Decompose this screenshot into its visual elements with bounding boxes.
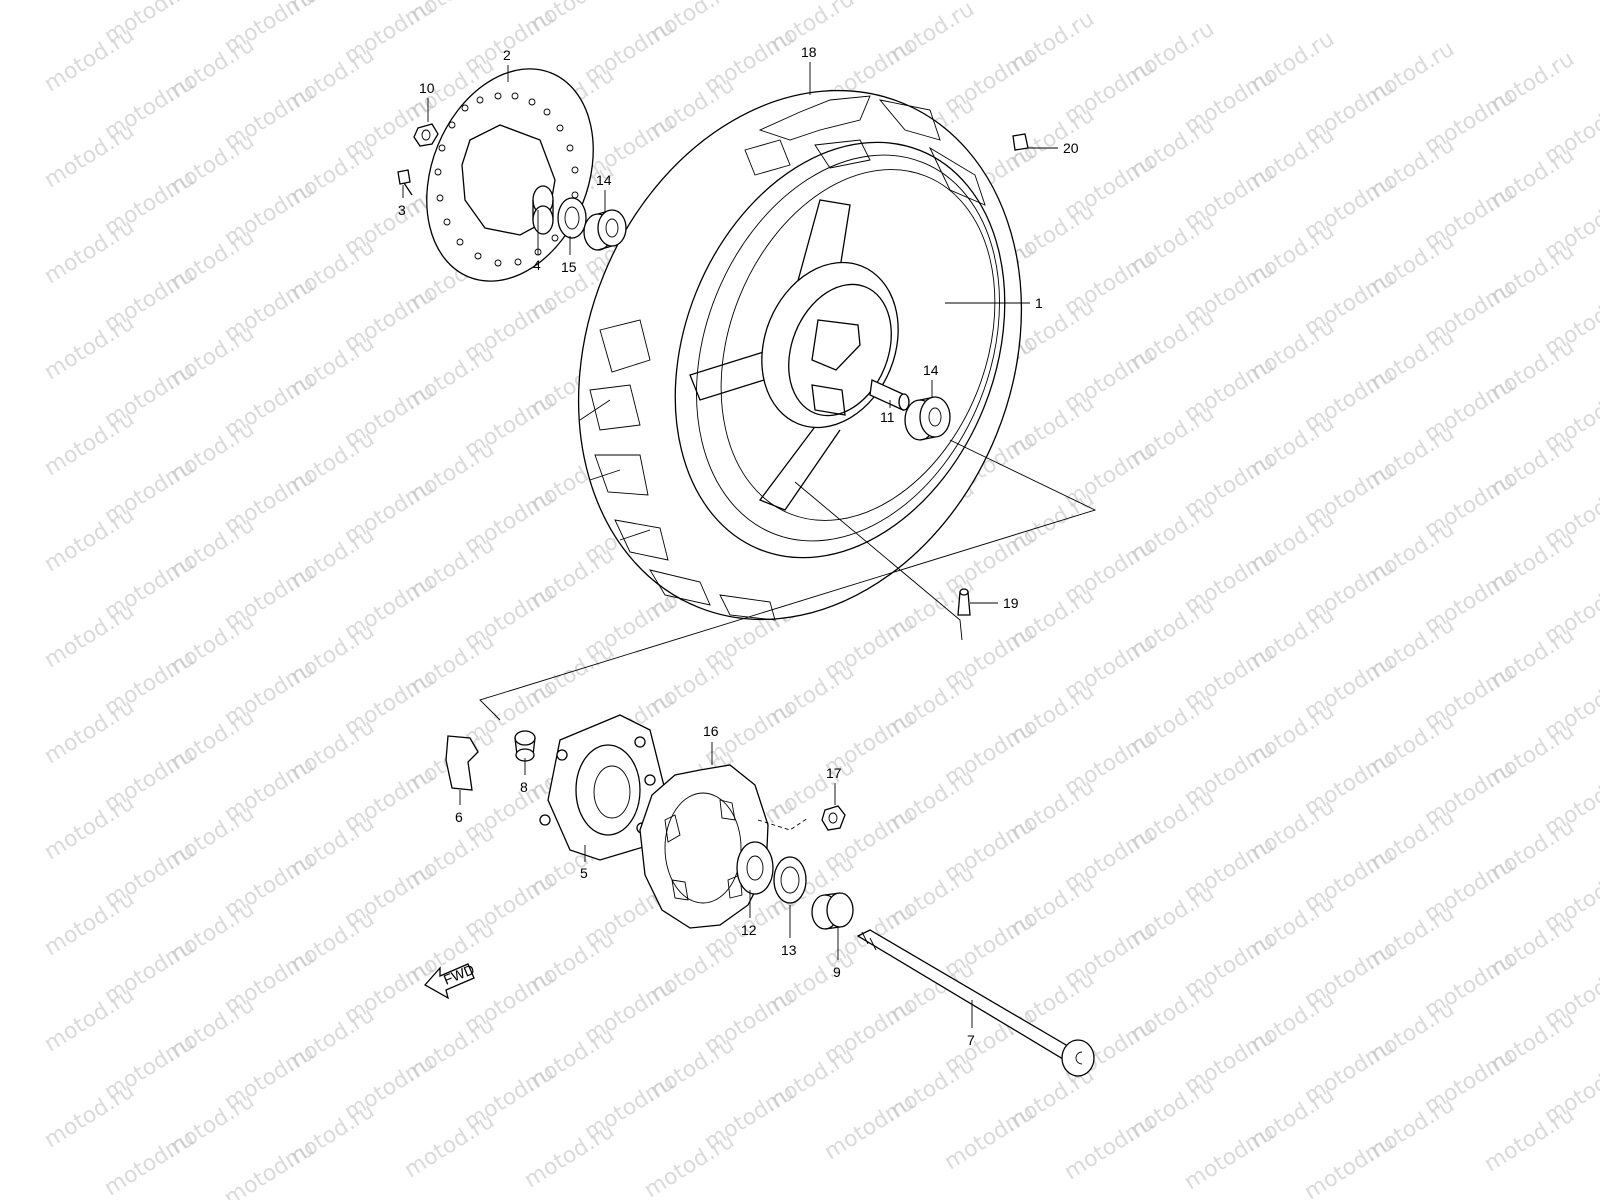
svg-text:7: 7 bbox=[967, 1032, 975, 1048]
callout-9: 9 bbox=[833, 928, 841, 980]
callouts: 1 2 3 4 5 6 7 8 bbox=[398, 44, 1079, 1048]
svg-text:14: 14 bbox=[596, 172, 612, 188]
svg-text:16: 16 bbox=[703, 723, 719, 739]
svg-text:19: 19 bbox=[1003, 595, 1019, 611]
oil-seal-15 bbox=[557, 197, 587, 239]
svg-text:6: 6 bbox=[455, 809, 463, 825]
svg-text:15: 15 bbox=[561, 259, 577, 275]
callout-14-top: 14 bbox=[596, 172, 612, 212]
callout-8: 8 bbox=[520, 758, 528, 795]
svg-text:11: 11 bbox=[880, 409, 895, 425]
rear-axle bbox=[856, 929, 1095, 1077]
bearing-14-top bbox=[583, 209, 627, 251]
callout-4: 4 bbox=[533, 210, 541, 273]
svg-text:2: 2 bbox=[503, 47, 511, 63]
rear-wheel-assembly bbox=[577, 89, 1023, 621]
callout-16: 16 bbox=[703, 723, 719, 765]
callout-13: 13 bbox=[781, 905, 797, 958]
valve-19 bbox=[957, 588, 971, 616]
collar-4 bbox=[532, 185, 554, 235]
bearing-14-right bbox=[904, 396, 951, 441]
svg-text:8: 8 bbox=[520, 779, 528, 795]
disc-nut bbox=[413, 123, 439, 147]
wheel-spokes bbox=[689, 199, 851, 511]
callout-10: 10 bbox=[419, 80, 435, 122]
explode-lines bbox=[479, 439, 1097, 721]
tire-tread bbox=[579, 95, 986, 621]
svg-text:12: 12 bbox=[741, 922, 757, 938]
svg-text:13: 13 bbox=[781, 942, 797, 958]
svg-text:5: 5 bbox=[580, 865, 588, 881]
callout-11: 11 bbox=[880, 400, 895, 425]
callout-14-right: 14 bbox=[923, 362, 939, 398]
bushing-8 bbox=[514, 730, 536, 762]
callout-7: 7 bbox=[967, 1000, 975, 1048]
disc-bolt bbox=[397, 169, 413, 196]
wheel-damper bbox=[445, 735, 479, 791]
svg-text:20: 20 bbox=[1063, 140, 1079, 156]
bearing-12 bbox=[736, 841, 774, 895]
svg-text:1: 1 bbox=[1035, 295, 1043, 311]
callout-15: 15 bbox=[561, 236, 577, 275]
spacer-9 bbox=[811, 892, 854, 930]
sprocket-nut bbox=[821, 805, 846, 831]
fwd-arrow: FWD bbox=[423, 961, 477, 1000]
callout-17: 17 bbox=[826, 765, 842, 805]
svg-text:3: 3 bbox=[398, 202, 406, 218]
balancer-20 bbox=[1012, 133, 1029, 151]
rear-sprocket bbox=[639, 764, 769, 929]
callout-6: 6 bbox=[455, 790, 463, 825]
callout-20: 20 bbox=[1028, 140, 1079, 156]
svg-text:4: 4 bbox=[533, 257, 541, 273]
callout-2: 2 bbox=[503, 47, 511, 82]
oil-seal-13 bbox=[773, 856, 807, 904]
callout-1: 1 bbox=[945, 295, 1043, 311]
callout-19: 19 bbox=[970, 595, 1019, 611]
rear-hub-holder bbox=[539, 714, 666, 861]
callout-12: 12 bbox=[741, 890, 757, 938]
svg-text:10: 10 bbox=[419, 80, 435, 96]
callout-18: 18 bbox=[801, 44, 817, 95]
svg-text:17: 17 bbox=[826, 765, 842, 781]
svg-text:9: 9 bbox=[833, 964, 841, 980]
svg-text:14: 14 bbox=[923, 362, 939, 378]
svg-text:18: 18 bbox=[801, 44, 817, 60]
callout-5: 5 bbox=[580, 845, 588, 881]
callout-3: 3 bbox=[398, 185, 406, 218]
